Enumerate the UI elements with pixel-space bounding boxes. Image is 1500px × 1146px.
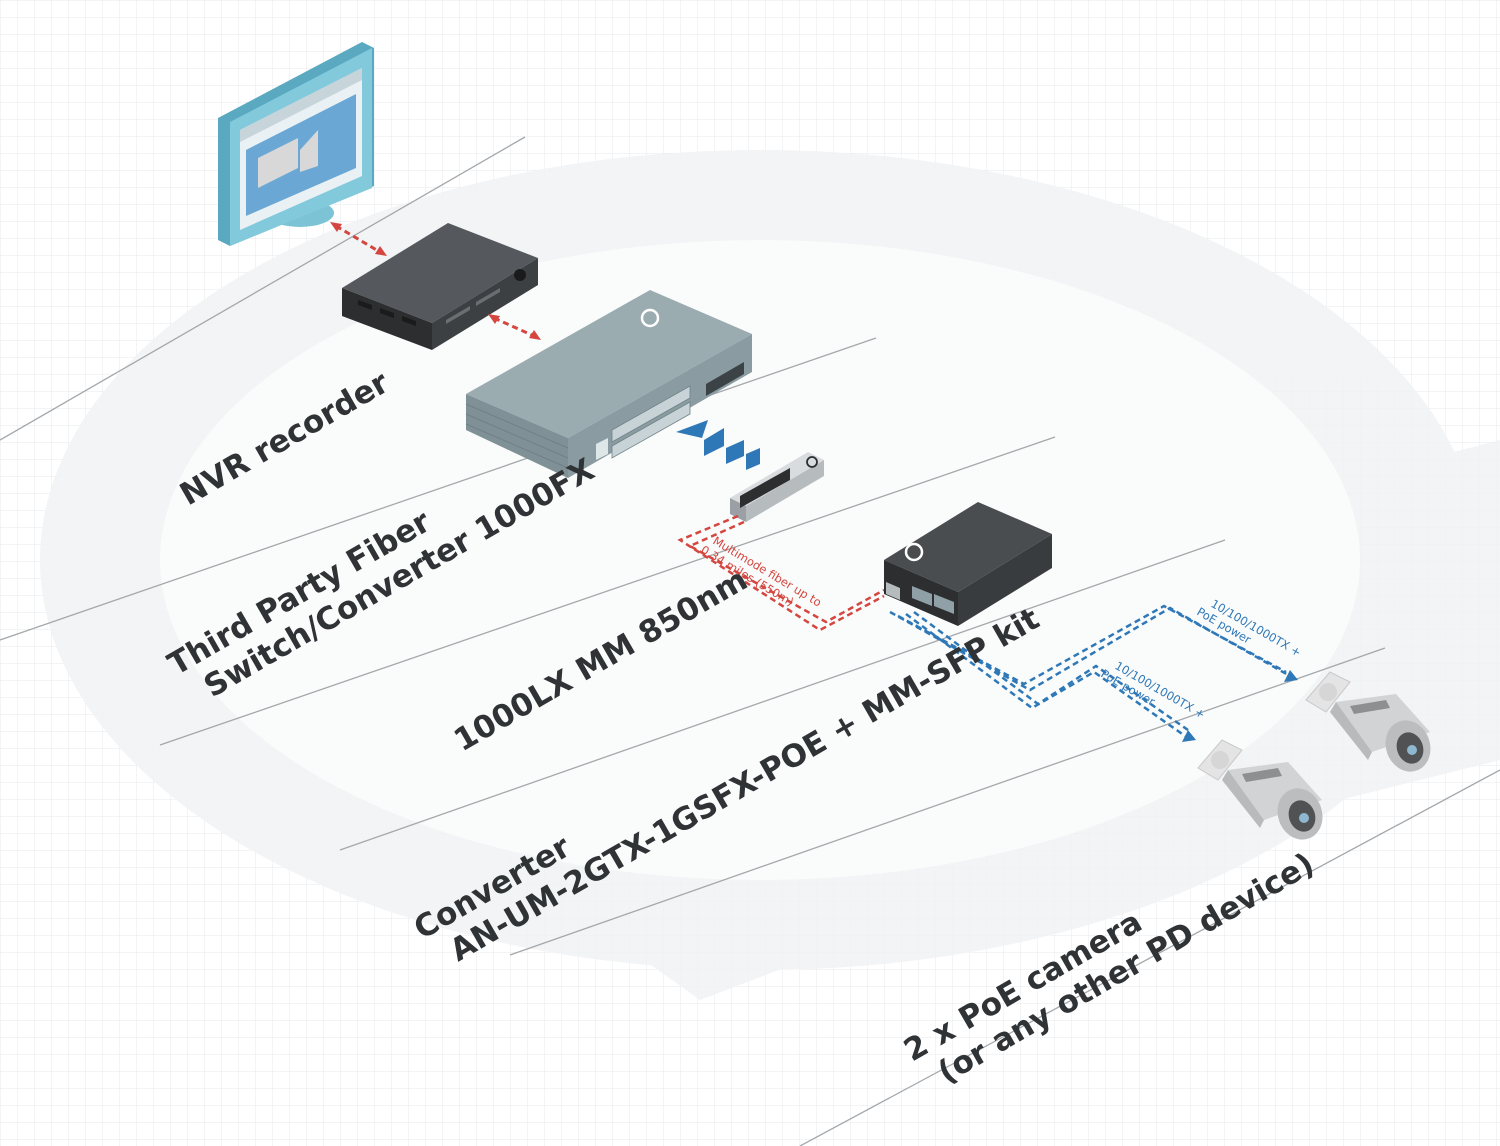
converter-sfp-slot <box>886 582 900 600</box>
switch-rj45-ports <box>706 362 744 396</box>
video-camera-icon <box>258 130 318 188</box>
fiber-link <box>677 514 885 632</box>
divider-line-6 <box>799 769 1500 1146</box>
link-monitor-nvr <box>330 222 387 256</box>
background-watermark-inner <box>160 240 1360 880</box>
nvr-side-panel-details <box>446 288 500 324</box>
link-nvr-switch <box>488 314 541 340</box>
sfp-logo-icon <box>806 456 818 468</box>
monitor-icon <box>218 42 374 246</box>
sfp-latch <box>740 468 790 508</box>
converter-top <box>884 502 1052 592</box>
brand-logo-icon <box>640 308 660 328</box>
divider-line-2 <box>0 337 877 641</box>
media-converter-device <box>884 502 1052 626</box>
fiber-switch-device <box>465 290 752 478</box>
divider-line-5 <box>509 647 1386 956</box>
sfp-module <box>730 452 824 522</box>
nvr-side <box>432 258 538 350</box>
poe-camera-icon-upper <box>1305 671 1431 772</box>
monitor-window-titlebar <box>240 68 362 142</box>
switch-led-strip <box>596 438 608 460</box>
poe-link-lower <box>905 610 1196 742</box>
converter-logo-icon <box>904 542 924 562</box>
switch-port-array <box>611 385 691 459</box>
sfp-side <box>746 460 824 522</box>
nvr-recorder-device <box>342 223 538 350</box>
converter-side <box>958 534 1052 626</box>
poe-link-upper <box>889 604 1298 692</box>
nvr-fan-icon <box>514 269 526 281</box>
divider-line-1 <box>0 136 526 441</box>
nvr-front-ports <box>358 300 416 326</box>
poe-camera-icon-lower <box>1197 739 1323 840</box>
switch-edge-lines <box>465 403 569 469</box>
divider-line-3 <box>159 436 1056 746</box>
switch-top <box>466 290 752 438</box>
arrow-into-switch <box>676 420 760 470</box>
section-dividers <box>0 136 1500 1146</box>
divider-line-4 <box>339 539 1226 851</box>
nvr-top <box>342 223 538 323</box>
converter-rj45-ports <box>912 586 954 614</box>
